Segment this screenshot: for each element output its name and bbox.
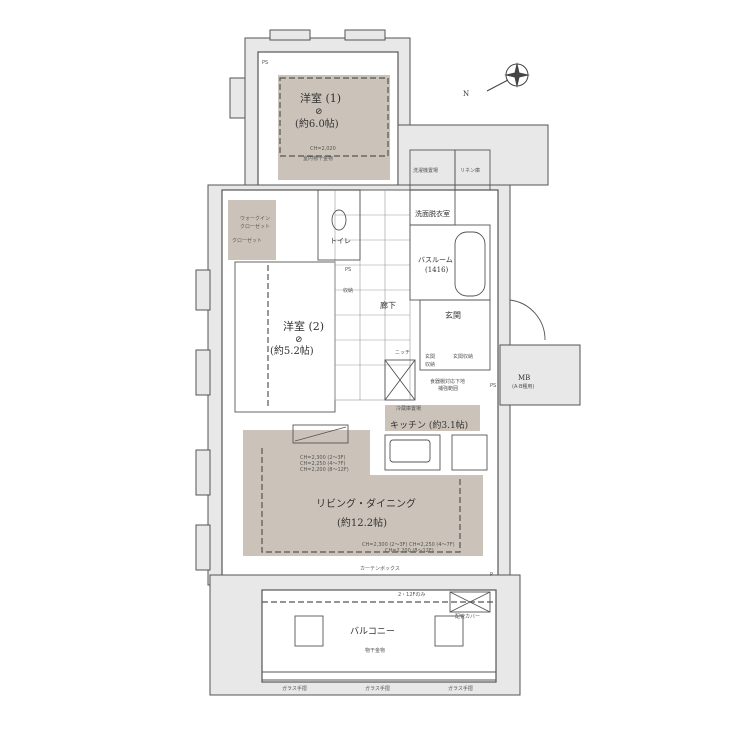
living-dining-size: (約12.2帖) [337, 516, 387, 529]
walkin-closet-label: ウォークイン [240, 215, 270, 222]
storage-label: 収納 [343, 287, 353, 294]
cupboard-note-2: 補強範囲 [438, 385, 458, 392]
closet-label: クローゼット [232, 237, 262, 244]
north-label: N [463, 90, 469, 98]
no-furniture-mark: ⊘ [315, 107, 323, 117]
cupboard-note: 食器棚対応下地 [430, 378, 465, 385]
toilet-label: トイレ [330, 237, 351, 245]
glass-railing-label: ガラス手摺 [282, 685, 307, 692]
western-room-2-label: 洋室 (2) [283, 319, 324, 333]
p-label: P [490, 572, 493, 578]
living-dining-label: リビング・ダイニング [316, 497, 416, 510]
laundry-rail-label: 物干金物 [365, 647, 385, 654]
laundry-label: 洗濯機置場 [413, 167, 438, 174]
ceiling-height: CH=2,200 (8〜12F) [385, 548, 434, 554]
ceiling-height: CH=2,200 (8〜12F) [300, 467, 349, 473]
glass-railing-label: ガラス手摺 [448, 685, 473, 692]
entrance-label: 玄関 [445, 310, 461, 320]
washroom-label: 洗面脱衣室 [415, 209, 450, 218]
ceiling-height: CH=2,250 (4〜7F) [300, 461, 346, 467]
indoor-drying-rail: 室内物干金物 [303, 155, 333, 162]
floor-note: 2・12Fのみ [398, 592, 425, 598]
niche-label: ニッチ [395, 350, 410, 356]
western-room-1-area [278, 75, 390, 180]
compass-rose-icon [486, 62, 530, 92]
ps-label: PS [262, 60, 268, 66]
ps-label: PS [490, 383, 496, 389]
mb-note: (A·B種用) [512, 383, 534, 390]
bathroom-label: バスルーム [418, 256, 453, 264]
western-room-1-label: 洋室 (1) [300, 91, 341, 105]
kitchen-label: キッチン (約3.1帖) [390, 419, 468, 431]
curtain-box-label: カーテンボックス [360, 565, 400, 572]
linen-label: リネン庫 [460, 167, 480, 174]
exterior-walls [207, 37, 581, 696]
ceiling-height: CH=2,300 (2〜3F) CH=2,250 (4〜7F) [362, 542, 455, 548]
western-room-2-size: (約5.2帖) [270, 344, 314, 357]
hallway-label: 廊下 [380, 300, 396, 310]
pipe-cover-label: 配管カバー [455, 613, 480, 620]
western-room-1-size: (約6.0帖) [295, 117, 339, 130]
balcony-label: バルコニー [350, 626, 395, 637]
walkin-closet-label-2: クローゼット [240, 223, 270, 230]
ceiling-height: CH=2,020 [310, 146, 336, 152]
entrance-storage-label: 玄関 [425, 353, 435, 360]
windows [195, 29, 386, 571]
mb-label: MB [518, 374, 530, 382]
kitchen-area [385, 405, 480, 431]
living-dining-area [243, 430, 483, 556]
fridge-space-label: 冷蔵庫置場 [396, 405, 421, 412]
entrance-storage-label-2: 収納 [425, 361, 435, 368]
glass-railing-label: ガラス手摺 [365, 685, 390, 692]
no-furniture-mark: ⊘ [295, 335, 303, 345]
bathroom-size: (1416) [425, 266, 449, 274]
ps-label: PS [345, 267, 351, 273]
ceiling-height: CH=2,300 (2〜3F) [300, 455, 346, 461]
entrance-storage-2-label: 玄関収納 [453, 353, 473, 360]
